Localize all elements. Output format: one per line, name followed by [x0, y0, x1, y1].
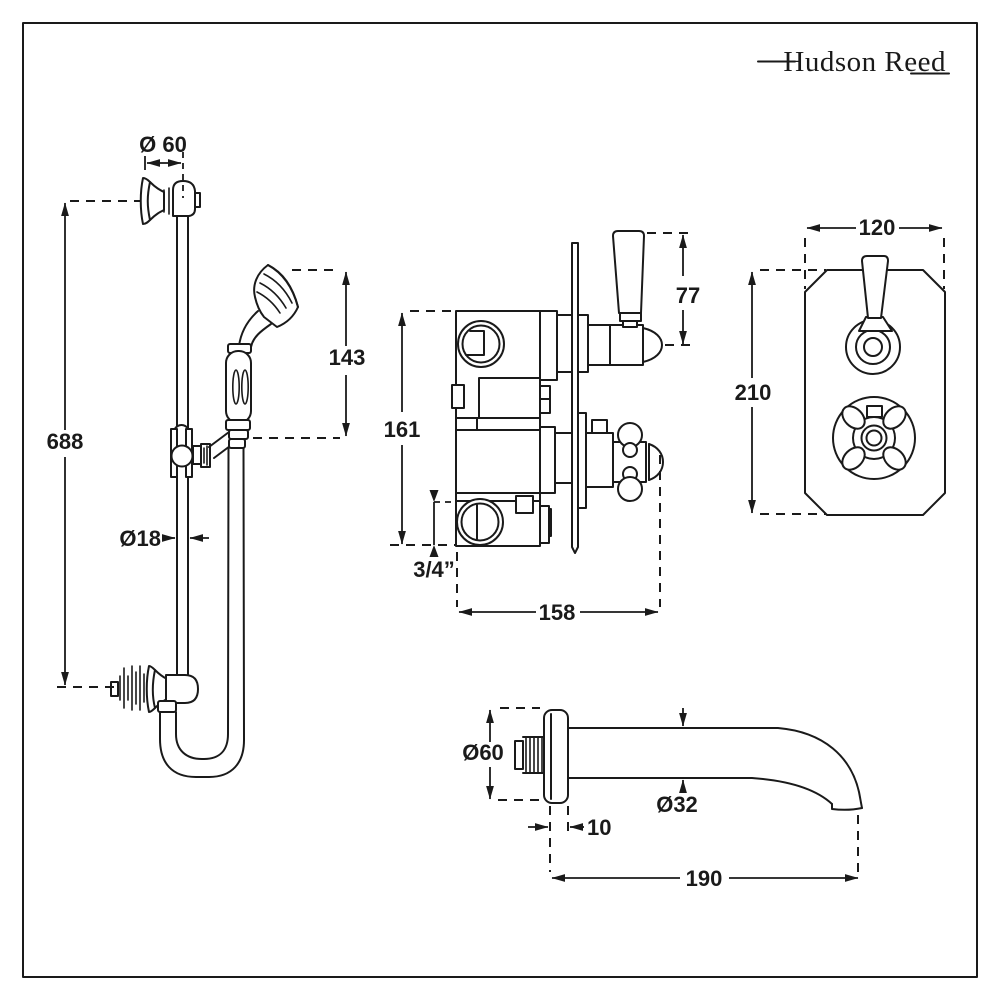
svg-text:Ø32: Ø32	[656, 792, 698, 817]
svg-text:Ø18: Ø18	[119, 526, 161, 551]
dim-rail-length: 688	[47, 200, 141, 688]
body-lug	[451, 384, 465, 409]
svg-text:10: 10	[587, 815, 611, 840]
brand-logo: Hudson Reed	[757, 46, 950, 78]
clamp-knob	[170, 444, 194, 468]
logo-text: Hudson Reed	[783, 46, 946, 78]
handset-head	[253, 264, 299, 328]
svg-text:161: 161	[384, 417, 421, 442]
dim-handset-length: 143	[253, 269, 366, 439]
svg-text:210: 210	[735, 380, 772, 405]
svg-text:688: 688	[47, 429, 84, 454]
dim-valve-width: 158	[456, 455, 661, 625]
svg-text:158: 158	[539, 600, 576, 625]
valve-wall-plate-edge	[571, 242, 579, 554]
shower-hose	[159, 447, 245, 778]
dim-plate-width: 120	[804, 215, 945, 289]
dim-valve-height: 161	[384, 310, 457, 546]
slide-rail-assembly: Ø 60 688 143 Ø18	[47, 132, 366, 778]
svg-text:190: 190	[686, 866, 723, 891]
dim-rail-tube-dia: Ø18	[119, 526, 209, 551]
screw-cap	[110, 681, 119, 697]
spout-assembly: Ø60 Ø32 10 190	[462, 707, 863, 891]
svg-text:Ø 60: Ø 60	[139, 132, 187, 157]
rail-bottom-bracket	[110, 665, 199, 713]
rail-top-bracket	[139, 177, 201, 225]
dim-plate-height: 210	[735, 269, 826, 515]
valve-assembly: 77 161 3/4” 158	[384, 230, 700, 625]
dim-spout-flange-depth: 10	[528, 806, 611, 872]
screw-thread	[119, 665, 145, 711]
handset	[225, 264, 299, 449]
faceplate-assembly: 120 210	[735, 215, 946, 516]
dim-valve-lever: 77	[647, 232, 700, 346]
svg-text:143: 143	[329, 345, 366, 370]
valve-port-top	[457, 320, 505, 368]
hose-outlet-nut	[157, 700, 177, 713]
faceplate-diverter	[845, 255, 901, 375]
spout-flange	[543, 709, 569, 804]
valve-diverter-control	[577, 230, 663, 373]
spout-thread	[514, 736, 545, 774]
handset-face-ribs	[256, 273, 293, 314]
dim-spout-length: 190	[551, 815, 859, 891]
dim-spout-flange-dia: Ø60	[462, 707, 540, 801]
page-border	[22, 22, 978, 978]
svg-text:3/4”: 3/4”	[413, 557, 455, 582]
valve-thermostat-control	[577, 412, 664, 509]
svg-text:Ø60: Ø60	[462, 740, 504, 765]
rail-bottom-elbow	[165, 674, 199, 704]
valve-port-bottom	[456, 498, 504, 546]
valve-body	[451, 310, 573, 547]
dim-rail-flange-dia: Ø 60	[139, 132, 187, 198]
rail-clamp	[170, 424, 235, 478]
dim-spout-tube-dia: Ø32	[656, 708, 698, 817]
dim-valve-thread: 3/4”	[413, 490, 457, 582]
faceplate-lever	[861, 255, 889, 319]
svg-text:120: 120	[859, 215, 896, 240]
diverter-lever	[612, 230, 645, 314]
faceplate-cross-handle	[832, 396, 916, 480]
spout-tube	[567, 727, 863, 811]
svg-text:77: 77	[676, 283, 700, 308]
